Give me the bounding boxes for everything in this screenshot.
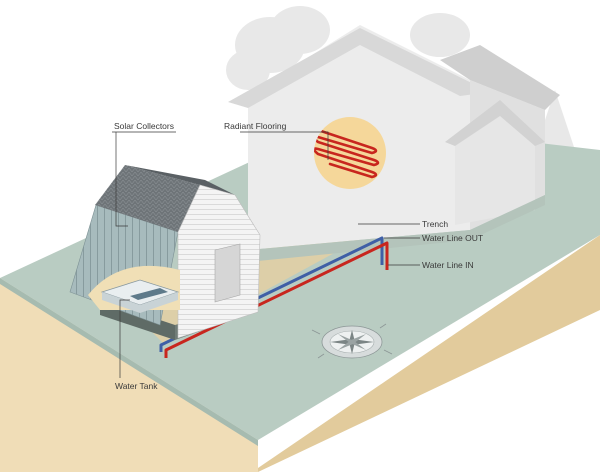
- label-water-tank: Water Tank: [115, 381, 158, 391]
- label-solar-collectors: Solar Collectors: [114, 121, 174, 131]
- radiant-flooring-cutaway: [314, 117, 386, 189]
- label-trench: Trench: [422, 219, 448, 229]
- label-radiant-flooring: Radiant Flooring: [224, 121, 287, 131]
- label-water-line-out: Water Line OUT: [422, 233, 483, 243]
- label-water-line-in: Water Line IN: [422, 260, 474, 270]
- shed-door: [215, 244, 240, 302]
